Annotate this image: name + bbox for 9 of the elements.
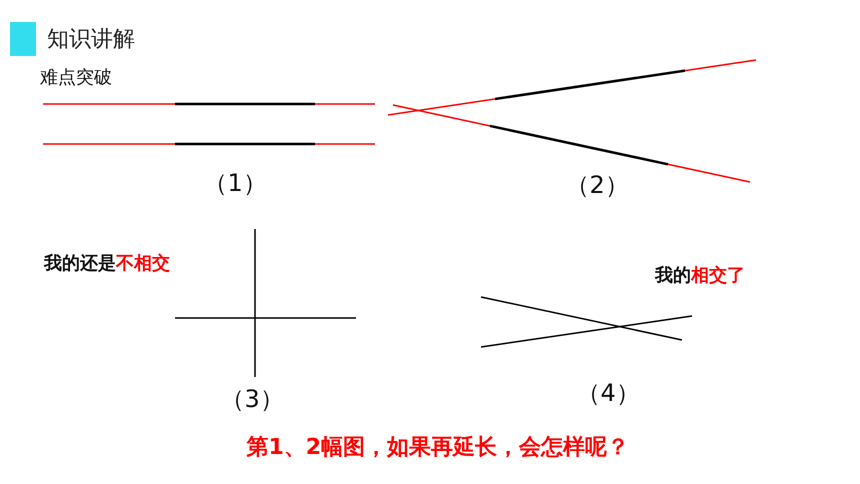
figure-number: （1） — [204, 170, 267, 196]
figure-number: （2） — [566, 172, 629, 198]
subtitle: 难点突破 — [40, 68, 112, 88]
speech-text: 我的相交了 — [655, 266, 745, 286]
figure-number: （3） — [220, 386, 284, 412]
figure-number: （4） — [576, 380, 640, 406]
question-text: 第1、2幅图，如果再延长，会怎样呢？ — [246, 436, 630, 460]
section-title: 知识讲解 — [47, 28, 135, 52]
speech-text: 我的还是不相交 — [44, 254, 170, 274]
